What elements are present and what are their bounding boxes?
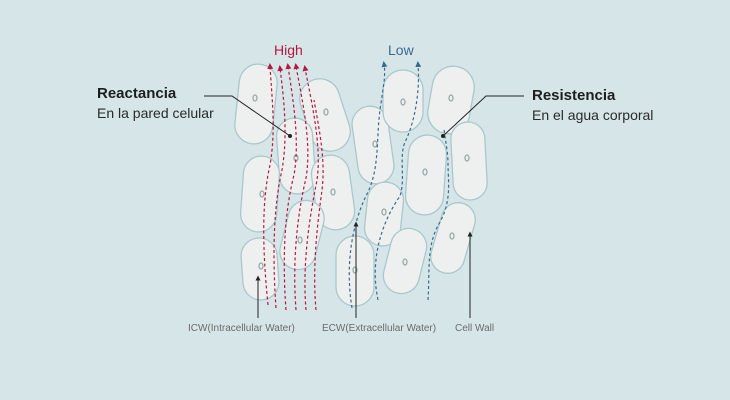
high-path <box>293 63 309 311</box>
reactance-subtitle: En la pared celular <box>97 105 214 121</box>
cell-wall-label: Cell Wall <box>455 323 495 334</box>
high-path <box>302 65 319 311</box>
high-path <box>263 63 274 306</box>
resistance-subtitle: En el agua corporal <box>532 107 654 123</box>
icw-label: ICW(Intracellular Water) <box>188 323 295 334</box>
cell-group <box>234 63 488 307</box>
cell <box>382 227 428 295</box>
cell <box>382 69 424 133</box>
resistance-title: Resistencia <box>532 87 616 104</box>
cell <box>239 155 281 233</box>
reactance-pointer <box>204 95 291 137</box>
low-path <box>348 61 388 309</box>
high-current-paths <box>263 63 324 311</box>
cell <box>404 134 448 216</box>
cell <box>450 121 488 201</box>
low-path <box>427 127 450 301</box>
cell <box>234 63 278 145</box>
low-frequency-label: Low <box>388 42 414 58</box>
cell <box>363 181 405 247</box>
ecw-label: ECW(Extracellular Water) <box>322 323 437 334</box>
cell <box>335 235 375 307</box>
cell <box>279 199 325 271</box>
resistance-pointer <box>442 95 524 137</box>
high-path <box>283 63 297 311</box>
high-path <box>273 65 286 309</box>
high-frequency-label: High <box>274 42 303 58</box>
pointer-lines <box>204 95 524 318</box>
low-current-paths <box>348 61 450 309</box>
reactance-title: Reactancia <box>97 85 177 102</box>
cell <box>430 202 476 274</box>
cell <box>240 237 280 301</box>
